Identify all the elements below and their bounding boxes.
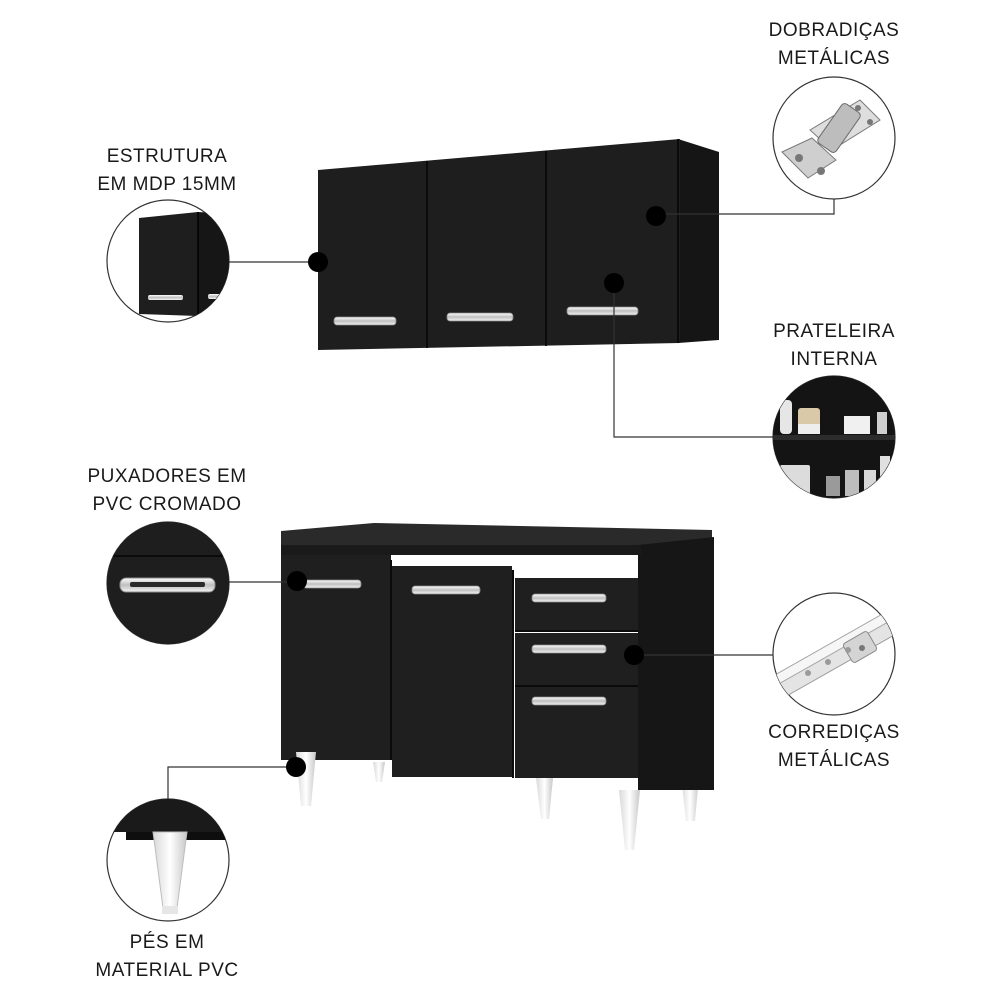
callout-line-hinges xyxy=(656,199,835,215)
door-handle xyxy=(446,312,514,322)
label-structure-line1: ESTRUTURA xyxy=(106,146,228,167)
wall-cabinet-side xyxy=(678,139,719,343)
drawer-bottom xyxy=(515,677,638,778)
countertop xyxy=(281,523,712,545)
drawer-handle xyxy=(531,696,607,706)
detail-handle xyxy=(106,521,230,645)
marker-dot-shelf xyxy=(604,273,624,293)
door-handle xyxy=(566,306,639,316)
label-hinges-line1: DOBRADIÇAS xyxy=(768,20,900,41)
marker-dot-structure xyxy=(308,252,328,272)
detail-feet xyxy=(106,798,230,922)
leg xyxy=(373,762,385,782)
drawer-handle xyxy=(531,644,607,654)
door-handle xyxy=(333,316,397,326)
drawer-handle xyxy=(531,593,607,603)
leg xyxy=(619,790,640,850)
label-feet-line2: MATERIAL PVC xyxy=(95,960,239,981)
label-slides: CORREDIÇAS METÁLICAS xyxy=(734,719,934,775)
label-feet: PÉS EM MATERIAL PVC xyxy=(57,929,277,985)
detail-shelf xyxy=(772,375,896,499)
marker-dot-slides xyxy=(624,645,644,665)
label-slides-line2: METÁLICAS xyxy=(777,750,891,771)
label-slides-line1: CORREDIÇAS xyxy=(768,722,900,743)
label-handles-line1: PUXADORES EM xyxy=(87,466,247,487)
label-structure-line2: EM MDP 15MM xyxy=(97,174,237,195)
callout-lines xyxy=(167,199,835,799)
label-structure: ESTRUTURA EM MDP 15MM xyxy=(67,143,267,199)
wall-cabinet xyxy=(318,139,719,350)
base-cabinet xyxy=(281,523,714,850)
detail-slide xyxy=(772,592,896,716)
marker-dot-feet xyxy=(286,757,306,777)
label-shelf-line1: PRATELEIRA xyxy=(773,321,895,342)
base-door-middle xyxy=(392,566,512,777)
wall-cabinet-front xyxy=(318,139,680,350)
door-handle xyxy=(302,579,362,589)
callout-dots xyxy=(286,206,666,777)
label-handles-line2: PVC CROMADO xyxy=(92,494,242,515)
base-cabinet-side xyxy=(638,537,714,790)
drawer-middle xyxy=(515,633,638,684)
callout-line-feet xyxy=(167,766,296,799)
detail-structure xyxy=(106,199,230,323)
detail-hinge xyxy=(772,76,896,200)
label-hinges-line2: METÁLICAS xyxy=(777,48,891,69)
drawer-top xyxy=(515,578,638,630)
label-shelf: PRATELEIRA INTERNA xyxy=(734,318,934,374)
callout-line-shelf xyxy=(613,283,773,438)
marker-dot-handles xyxy=(287,571,307,591)
marker-dot-hinges xyxy=(646,206,666,226)
label-shelf-line2: INTERNA xyxy=(790,349,878,370)
label-hinges: DOBRADIÇAS METÁLICAS xyxy=(734,17,934,73)
door-handle xyxy=(411,585,481,595)
label-feet-line1: PÉS EM xyxy=(129,932,205,953)
leg xyxy=(536,778,553,819)
label-handles: PUXADORES EM PVC CROMADO xyxy=(57,463,277,519)
base-top-rail xyxy=(281,545,641,555)
